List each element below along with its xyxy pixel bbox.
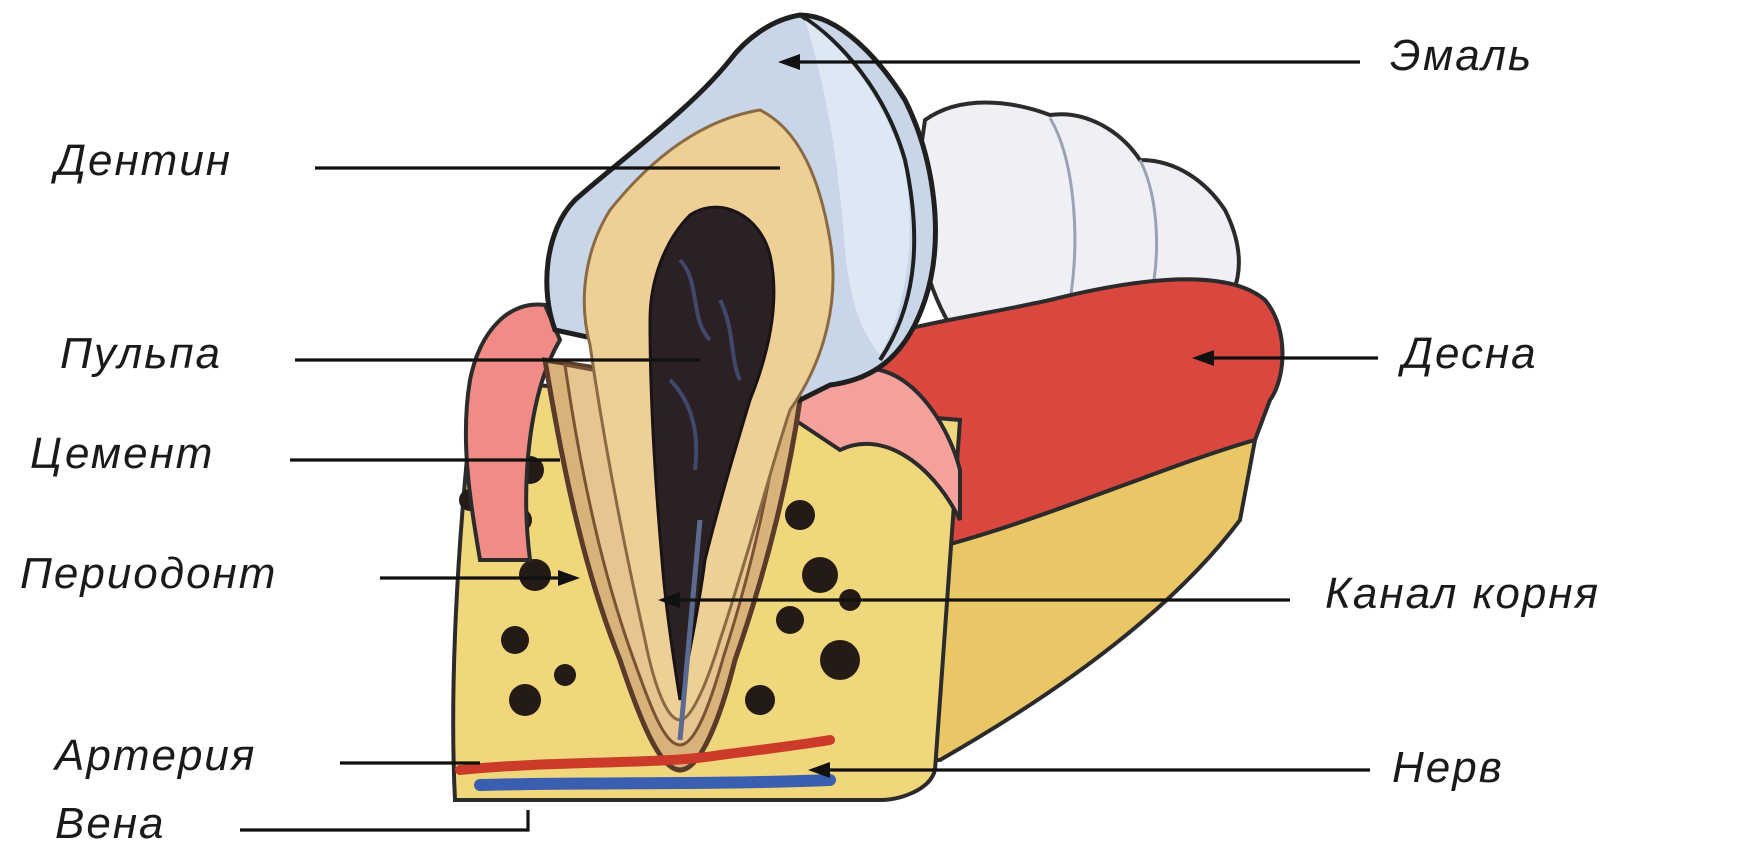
vein-vessel [480, 780, 830, 785]
label-dentin: Дентин [50, 136, 232, 185]
label-artery: Артерия [52, 731, 256, 780]
label-root-canal: Канал корня [1325, 569, 1600, 618]
leader-vein [240, 810, 528, 830]
label-cement: Цемент [30, 429, 214, 478]
label-periodont: Периодонт [20, 549, 277, 598]
label-pulp: Пульпа [60, 329, 222, 378]
label-nerve: Нерв [1392, 743, 1504, 792]
tooth-illustration [453, 15, 1282, 800]
label-vein: Вена [55, 799, 166, 848]
label-gum: Десна [1397, 329, 1538, 378]
label-enamel: Эмаль [1390, 31, 1533, 80]
